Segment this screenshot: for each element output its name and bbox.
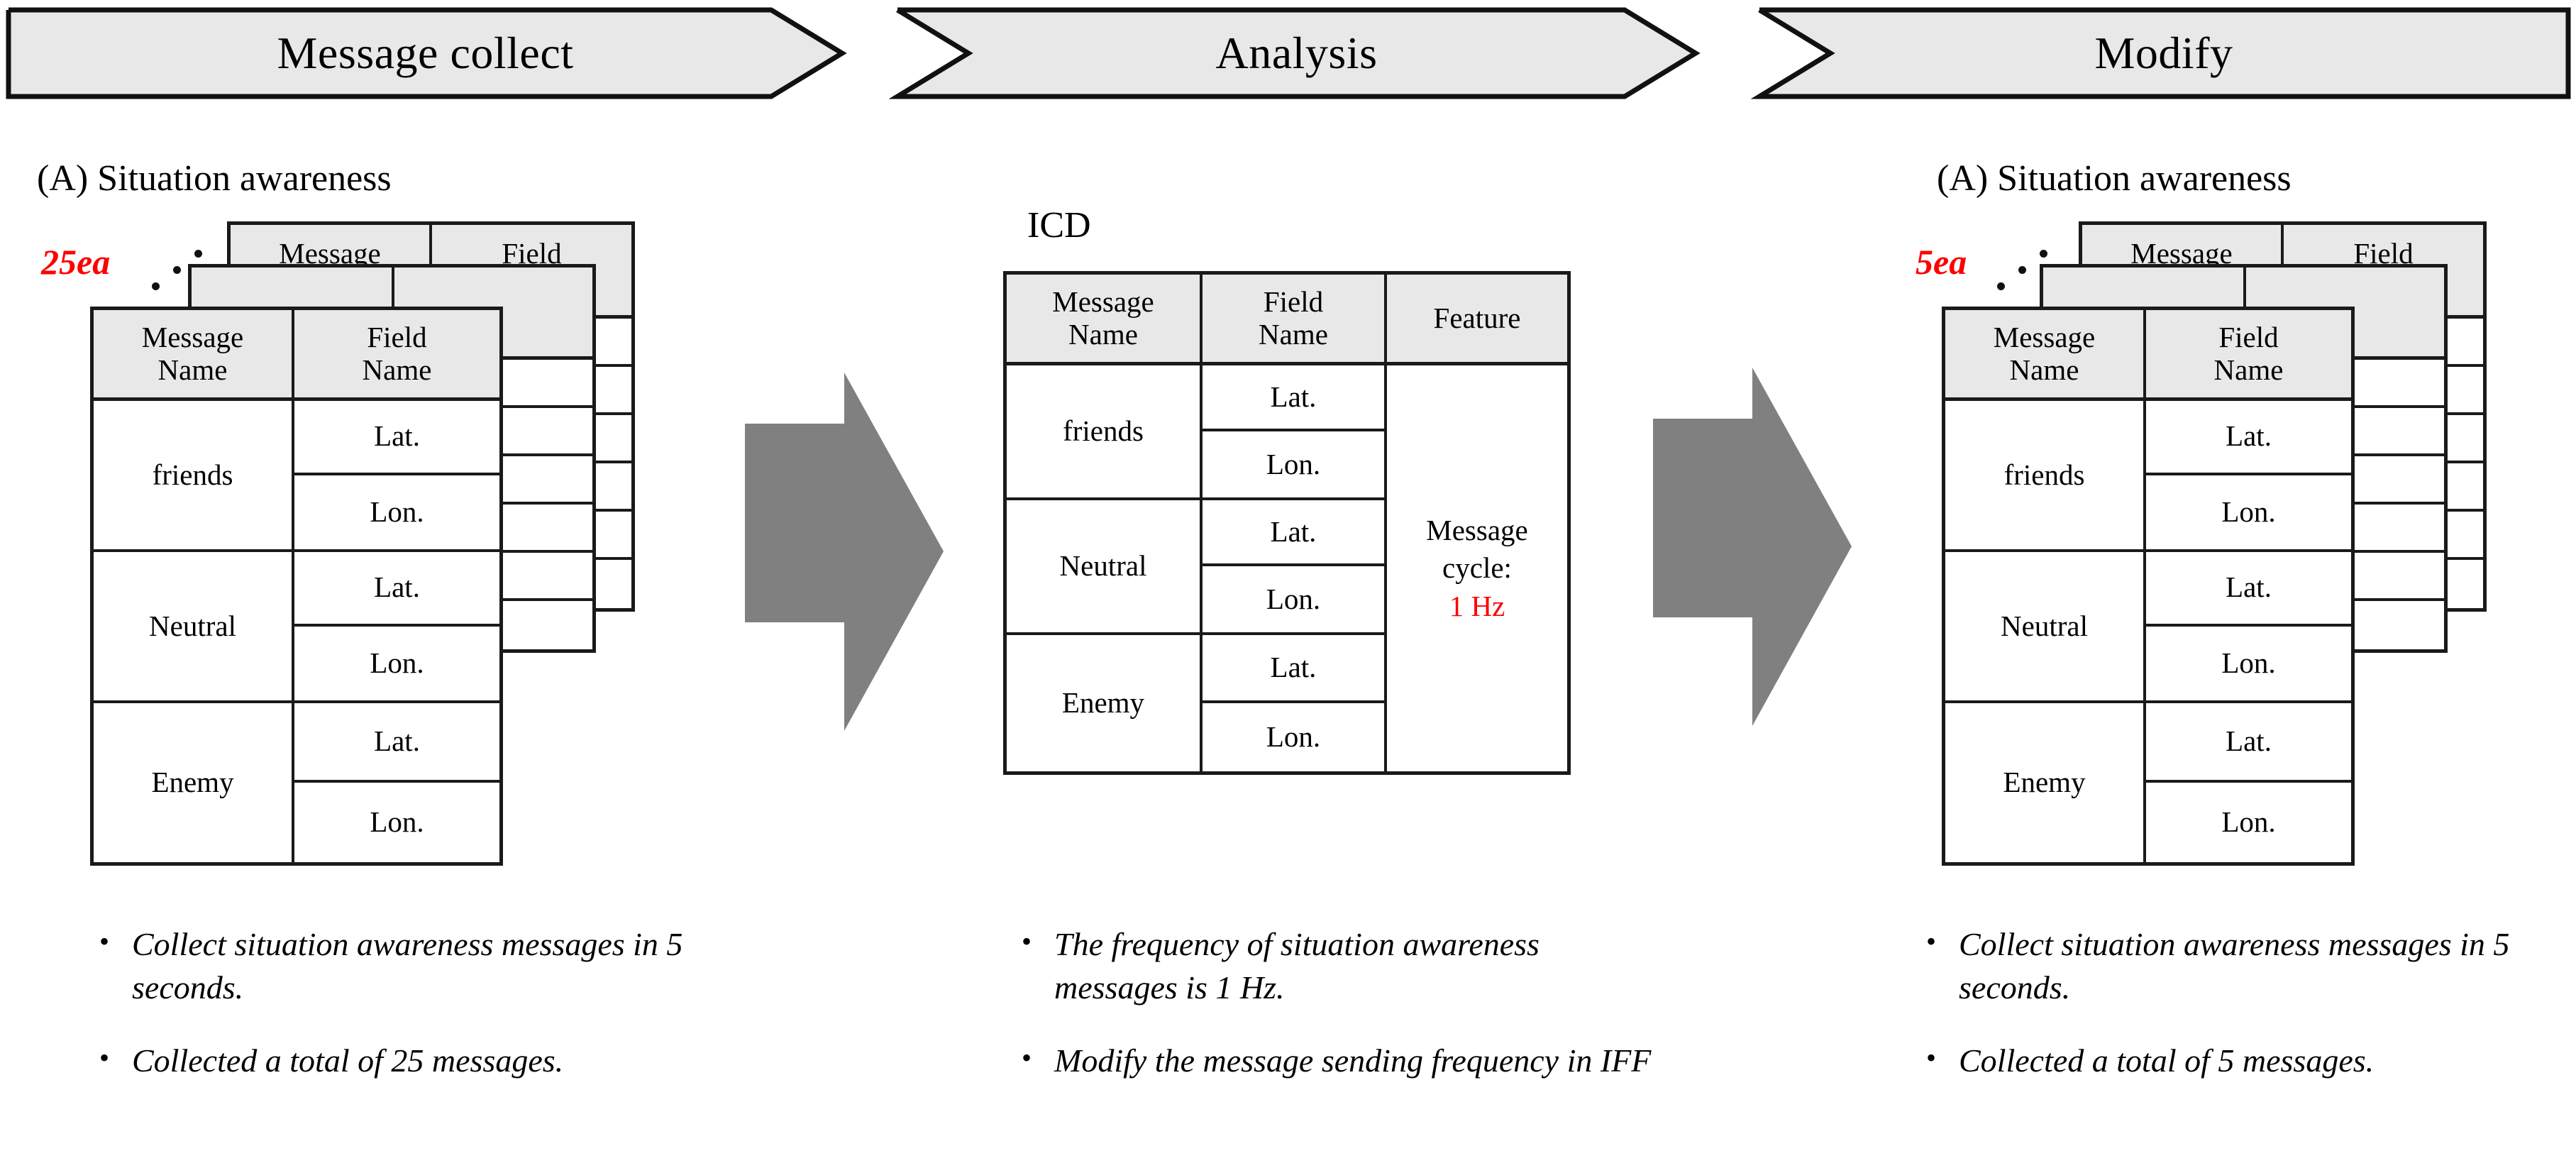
list-item-text: Collect situation awareness messages in … xyxy=(132,926,683,1006)
field-cell: Lat. xyxy=(1203,500,1384,566)
field-group: Lat. Lon. xyxy=(1200,635,1384,771)
list-item-text: Modify the message sending frequency in … xyxy=(1054,1042,1652,1079)
diagonal-ellipsis-icon xyxy=(152,247,216,297)
field-cell: Lat. xyxy=(294,703,499,783)
field-group: Lat. Lon. xyxy=(292,703,499,862)
stage-banner-modify[interactable]: Modify xyxy=(1759,10,2568,97)
bullet-marker-icon: • xyxy=(99,925,110,957)
table-row[interactable]: Neutral Lat. Lon. xyxy=(1945,552,2351,703)
list-item: • Modify the message sending frequency i… xyxy=(1022,1039,1660,1082)
bullet-marker-icon: • xyxy=(1926,925,1937,957)
table-row[interactable]: friends Lat. Lon. xyxy=(1007,365,1384,500)
field-cell: Lon. xyxy=(1266,582,1321,615)
list-item: • Collected a total of 5 messages. xyxy=(1926,1039,2529,1082)
field-cell: Lon. xyxy=(2221,646,2276,679)
stage-banner-label: Analysis xyxy=(1215,28,1378,78)
feature-line-2: cycle: xyxy=(1442,551,1512,585)
diagonal-ellipsis-icon xyxy=(1997,247,2061,297)
field-group: Lat. Lon. xyxy=(1200,500,1384,632)
list-item-text: The frequency of situation awareness mes… xyxy=(1054,926,1539,1006)
list-item: • Collect situation awareness messages i… xyxy=(1926,922,2529,1009)
field-cell: Lon. xyxy=(370,805,424,839)
list-item: • The frequency of situation awareness m… xyxy=(1022,922,1660,1009)
field-cell: Lat. xyxy=(294,552,499,627)
list-item-text: Collected a total of 25 messages. xyxy=(132,1042,564,1079)
field-cell: Lon. xyxy=(370,646,424,679)
field-group: Lat. Lon. xyxy=(292,401,499,549)
field-cell: Lat. xyxy=(2146,552,2351,627)
feature-line-1: Message xyxy=(1426,514,1528,547)
table-row[interactable]: Neutral Lat. Lon. xyxy=(94,552,499,703)
table-row[interactable]: friends Lat. Lon. xyxy=(94,401,499,552)
stage-banner-analysis[interactable]: Analysis xyxy=(897,10,1696,97)
table-row[interactable]: friends Lat. Lon. xyxy=(1945,401,2351,552)
left-panel-title: (A) Situation awareness xyxy=(37,158,392,199)
message-name-cell: Enemy xyxy=(2003,766,2086,799)
message-name-cell: friends xyxy=(1063,414,1144,448)
table-row[interactable]: Enemy Lat. Lon. xyxy=(94,703,499,862)
message-name-cell: Enemy xyxy=(1061,686,1145,720)
icd-body-left: friends Lat. Lon. Neutral Lat. Lon. Enem… xyxy=(1007,365,1384,771)
col-header-feature: Feature xyxy=(1384,275,1567,362)
field-cell: Lat. xyxy=(2146,401,2351,475)
list-item: • Collect situation awareness messages i… xyxy=(99,922,688,1009)
table-row[interactable]: Enemy Lat. Lon. xyxy=(1945,703,2351,862)
bullet-marker-icon: • xyxy=(1926,1042,1937,1074)
message-name-cell: Neutral xyxy=(1059,549,1147,583)
left-bullet-list: • Collect situation awareness messages i… xyxy=(99,922,688,1113)
stage-banner-label: Message collect xyxy=(277,28,574,78)
arrow-analysis-to-modify xyxy=(1653,368,1852,726)
feature-cell: Message cycle: 1 Hz xyxy=(1384,365,1567,771)
message-name-cell: Neutral xyxy=(2001,609,2088,642)
field-cell: Lat. xyxy=(1203,635,1384,703)
list-item-text: Collect situation awareness messages in … xyxy=(1959,926,2510,1006)
field-group: Lat. Lon. xyxy=(2143,401,2351,549)
field-cell: Lon. xyxy=(2221,805,2276,839)
bullet-marker-icon: • xyxy=(1022,925,1032,957)
arrow-collect-to-analysis xyxy=(745,373,944,731)
field-cell: Lon. xyxy=(370,495,424,528)
list-item-text: Collected a total of 5 messages. xyxy=(1959,1042,2375,1079)
stage-banner-message-collect[interactable]: Message collect xyxy=(9,10,842,97)
field-cell: Lat. xyxy=(1203,365,1384,431)
field-cell: Lat. xyxy=(2146,703,2351,783)
left-count-badge: 25ea xyxy=(41,242,111,282)
bullet-marker-icon: • xyxy=(1022,1042,1032,1074)
field-group: Lat. Lon. xyxy=(1200,365,1384,497)
right-panel-title: (A) Situation awareness xyxy=(1937,158,2292,199)
field-group: Lat. Lon. xyxy=(2143,703,2351,862)
middle-panel-title: ICD xyxy=(1027,205,1091,246)
field-cell: Lon. xyxy=(2221,495,2276,528)
field-cell: Lon. xyxy=(1266,447,1321,480)
right-bullet-list: • Collect situation awareness messages i… xyxy=(1926,922,2529,1113)
right-count-badge: 5ea xyxy=(1916,242,1967,282)
message-name-cell: friends xyxy=(152,458,233,491)
list-item: • Collected a total of 25 messages. xyxy=(99,1039,688,1082)
table-row[interactable]: Neutral Lat. Lon. xyxy=(1007,500,1384,635)
field-group: Lat. Lon. xyxy=(292,552,499,700)
feature-value: 1 Hz xyxy=(1449,589,1505,622)
message-name-cell: Neutral xyxy=(149,609,236,642)
middle-bullet-list: • The frequency of situation awareness m… xyxy=(1022,922,1660,1113)
message-name-cell: friends xyxy=(2003,458,2085,491)
bullet-marker-icon: • xyxy=(99,1042,110,1074)
stage-banner-label: Modify xyxy=(2094,28,2233,78)
field-group: Lat. Lon. xyxy=(2143,552,2351,700)
field-cell: Lat. xyxy=(294,401,499,475)
message-name-cell: Enemy xyxy=(151,766,234,799)
field-cell: Lon. xyxy=(1266,720,1321,754)
table-row[interactable]: Enemy Lat. Lon. xyxy=(1007,635,1384,771)
